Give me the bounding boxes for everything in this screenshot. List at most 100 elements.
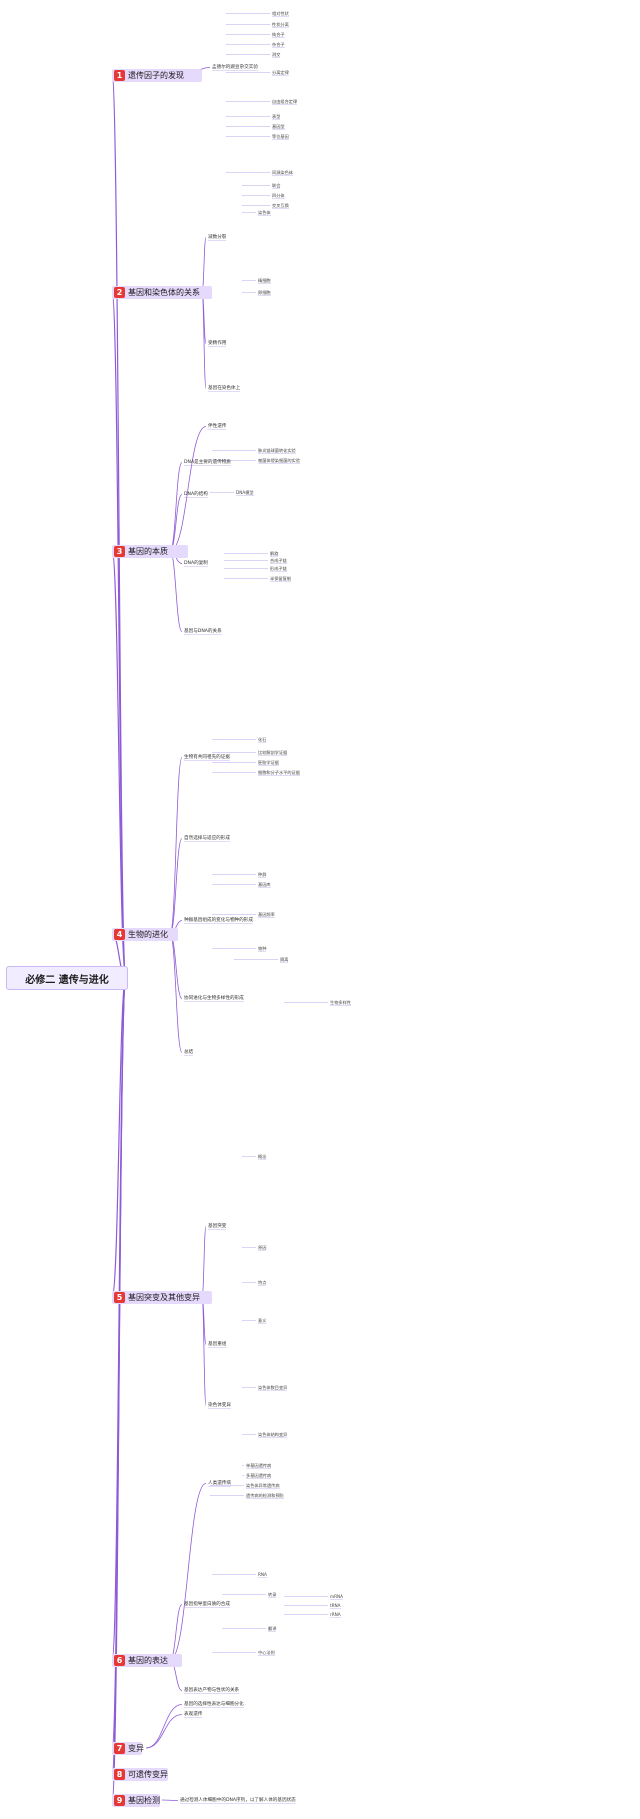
- connector: [169, 757, 183, 935]
- connector: [145, 1714, 183, 1749]
- topic-label: 基因和染色体的关系: [128, 287, 200, 297]
- subtopic[interactable]: 表观遗传: [184, 1712, 203, 1717]
- leaf: tRNA: [330, 1603, 341, 1608]
- leaf: 胚胎学证据: [258, 760, 279, 765]
- leaf: 多基因遗传病: [246, 1473, 272, 1478]
- topic-number-badge: 6: [114, 1654, 125, 1666]
- subtopic[interactable]: 自然选择与适应的形成: [184, 836, 230, 841]
- leaf: 测交: [272, 52, 281, 57]
- topic-label: 基因的本质: [128, 546, 168, 556]
- leaf: 等位基因: [272, 134, 289, 139]
- leaf: 物种: [258, 946, 267, 951]
- subtopic[interactable]: 染色体变异: [208, 1403, 231, 1408]
- leaf: 隔离: [280, 957, 289, 962]
- topic-number-badge: 2: [114, 286, 125, 298]
- leaf: 纯合子: [272, 32, 285, 37]
- connector: [111, 291, 127, 978]
- topic-label: 遗传因子的发现: [128, 70, 184, 80]
- subtopic[interactable]: 受精作用: [208, 341, 227, 346]
- topic-number-badge: 7: [114, 1742, 125, 1754]
- connector: [145, 1704, 183, 1749]
- leaf: 解旋: [270, 551, 279, 556]
- subtopic[interactable]: 基因表达产物与性状的关系: [184, 1688, 240, 1693]
- leaf: 表型: [272, 114, 281, 119]
- leaf: rRNA: [330, 1612, 341, 1617]
- leaf: 染色体数目变异: [258, 1385, 288, 1390]
- topic-number-badge: 1: [114, 69, 125, 81]
- topic-label: 基因突变及其他变异: [128, 1292, 200, 1302]
- leaf: 意义: [258, 1318, 267, 1323]
- subtopic[interactable]: 种群基因组成的变化与物种的形成: [184, 918, 253, 923]
- leaf: DNA模型: [236, 490, 254, 495]
- connector: [111, 550, 127, 978]
- leaf: 噬菌体侵染细菌的实验: [258, 458, 300, 463]
- leaf: 中心法则: [258, 1650, 275, 1655]
- leaf: mRNA: [330, 1594, 343, 1599]
- leaf: 翻译: [268, 1626, 277, 1631]
- subtopic[interactable]: 基因重组: [208, 1342, 227, 1347]
- topic-number-badge: 8: [114, 1768, 125, 1780]
- leaf: 肺炎链球菌转化实验: [258, 448, 296, 453]
- topic-9[interactable]: 9 基因检测: [114, 1793, 160, 1807]
- subtopic[interactable]: 伴性遗传: [208, 424, 227, 429]
- leaf: 特点: [258, 1280, 267, 1285]
- topic-number-badge: 4: [114, 928, 125, 940]
- topic-number-badge: 5: [114, 1291, 125, 1303]
- subtopic[interactable]: DNA的结构: [184, 492, 208, 497]
- leaf: 细胞和分子水平的证据: [258, 770, 300, 775]
- connector: [201, 237, 207, 293]
- topic-2[interactable]: 2 基因和染色体的关系: [114, 285, 200, 299]
- subtopic[interactable]: 总结: [184, 1050, 194, 1055]
- connector: [111, 976, 127, 1801]
- topic-3[interactable]: 3 基因的本质: [114, 544, 168, 558]
- topic-8[interactable]: 8 可遗传变异: [114, 1767, 168, 1781]
- subtopic[interactable]: 生物有共同祖先的证据: [184, 755, 230, 760]
- subtopic[interactable]: DNA是主要的遗传物质: [184, 460, 231, 465]
- subtopic[interactable]: 基因与DNA的关系: [184, 629, 222, 634]
- leaf: 杂合子: [272, 42, 285, 47]
- leaf: 卵细胞: [258, 290, 271, 295]
- connector: [169, 462, 183, 552]
- subtopic[interactable]: 人类遗传病: [208, 1481, 231, 1486]
- topic-7[interactable]: 7 变异: [114, 1741, 144, 1755]
- leaf: 转录: [268, 1592, 277, 1597]
- root-node[interactable]: 必修二 遗传与进化: [6, 966, 128, 990]
- leaf: 合成子链: [270, 558, 287, 563]
- topic-1[interactable]: 1 遗传因子的发现: [114, 68, 184, 82]
- leaf: 染色体结构变异: [258, 1432, 288, 1437]
- leaf: 自由组合定律: [272, 99, 298, 104]
- topic-label: 基因检测: [128, 1795, 160, 1805]
- topic-label: 变异: [128, 1743, 144, 1753]
- subtopic[interactable]: 基因突变: [208, 1224, 227, 1229]
- leaf: 半保留复制: [270, 576, 291, 581]
- topic-6[interactable]: 6 基因的表达: [114, 1653, 168, 1667]
- leaf: 染色体: [258, 210, 271, 215]
- connector: [169, 426, 207, 552]
- leaf: RNA: [258, 1572, 267, 1577]
- subtopic: 通过检测人体细胞中的DNA序列，以了解人体的基因状态: [180, 1798, 296, 1803]
- leaf: 四分体: [272, 193, 285, 198]
- subtopic[interactable]: 孟德尔的豌豆杂交实验: [212, 65, 258, 70]
- leaf: 相对性状: [272, 11, 289, 16]
- topic-number-badge: 9: [114, 1794, 125, 1806]
- subtopic[interactable]: 基因在染色体上: [208, 386, 241, 391]
- leaf: 种群: [258, 872, 267, 877]
- leaf: 同源染色体: [272, 170, 293, 175]
- leaf: 单基因遗传病: [246, 1463, 272, 1468]
- subtopic[interactable]: 基因的选择性表达与细胞分化: [184, 1702, 244, 1707]
- connector: [201, 1226, 207, 1298]
- leaf: 生物多样性: [330, 1000, 351, 1005]
- leaf: 交叉互换: [272, 203, 289, 208]
- root-label: 必修二 遗传与进化: [25, 974, 109, 986]
- topic-label: 生物的进化: [128, 929, 168, 939]
- subtopic[interactable]: 减数分裂: [208, 235, 227, 240]
- topic-4[interactable]: 4 生物的进化: [114, 927, 168, 941]
- leaf: 基因型: [272, 124, 285, 129]
- subtopic[interactable]: DNA的复制: [184, 561, 208, 566]
- leaf: 概念: [258, 1154, 267, 1159]
- subtopic[interactable]: 协同进化与生物多样性的形成: [184, 996, 244, 1001]
- subtopic[interactable]: 基因指导蛋白质的合成: [184, 1602, 230, 1607]
- topic-5[interactable]: 5 基因突变及其他变异: [114, 1290, 200, 1304]
